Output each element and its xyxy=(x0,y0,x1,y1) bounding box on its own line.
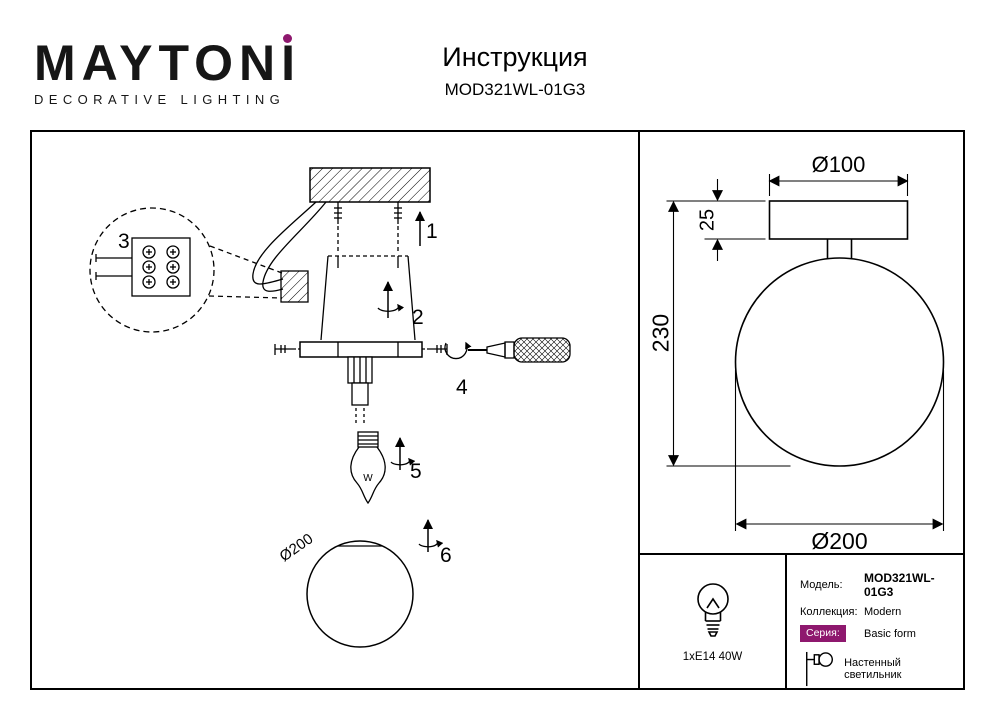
step1-label: 1 xyxy=(426,220,438,243)
series-row: Серия: Basic form xyxy=(800,625,955,642)
screwdriver-icon xyxy=(444,337,571,363)
step5-label: 5 xyxy=(410,460,422,483)
magnifier-detail xyxy=(89,207,283,333)
terminal-block-small xyxy=(280,270,309,303)
model-value: MOD321WL-01G3 xyxy=(864,571,935,599)
bulb-wattage-letter: W xyxy=(363,473,373,484)
series-label-cell: Серия: xyxy=(800,625,864,642)
canopy-cup xyxy=(320,255,416,341)
logo-main: MAYTON xyxy=(34,35,282,91)
wires xyxy=(252,201,327,292)
type-value: Настенный светильник xyxy=(844,657,902,681)
dimension-labels: Ø100 25 230 Ø200 xyxy=(648,152,868,553)
dimension-lines xyxy=(666,174,945,531)
dimensions-panel: Ø100 25 230 Ø200 xyxy=(638,130,965,555)
collection-row: Коллекция: Modern xyxy=(800,606,955,618)
lamp-socket xyxy=(347,356,373,426)
dim-sphere-diameter: Ø200 xyxy=(811,528,867,553)
logo-text: MAYTONI xyxy=(34,34,302,91)
logo-dot-icon xyxy=(283,34,293,43)
product-info: Модель: MOD321WL-01G3 Коллекция: Modern … xyxy=(787,555,963,688)
lamp-spec-cell: 1xE14 40W xyxy=(640,555,787,688)
ceiling xyxy=(309,167,431,203)
dim-canopy-height: 25 xyxy=(697,209,719,231)
series-value: Basic form xyxy=(864,627,916,640)
bulb-drawing xyxy=(350,431,416,505)
bulb-outline-icon xyxy=(696,583,729,637)
model-row: Модель: MOD321WL-01G3 xyxy=(800,571,955,599)
step6-label: 6 xyxy=(440,544,452,567)
title-block: Инструкция MOD321WL-01G3 xyxy=(390,42,640,100)
specs-panel: 1xE14 40W Модель: MOD321WL-01G3 Коллекци… xyxy=(638,553,965,690)
dim-total-height: 230 xyxy=(648,314,674,352)
model-label: Модель: xyxy=(800,579,843,591)
step3-label: 3 xyxy=(118,230,130,253)
lamp-outline xyxy=(734,200,945,467)
dimension-drawing: Ø100 25 230 Ø200 xyxy=(648,152,945,553)
maytoni-logo: MAYTONI DECORATIVE LIGHTING xyxy=(34,34,302,107)
logo-letter-i: I xyxy=(281,34,302,91)
page-model-number: MOD321WL-01G3 xyxy=(444,80,586,99)
logo-subtitle: DECORATIVE LIGHTING xyxy=(34,92,286,107)
page-title: Инструкция xyxy=(442,42,588,72)
assembly-diagram-panel: 1 2 3 4 5 6 W Ø200 xyxy=(30,130,640,690)
assembly-diagram: 1 2 3 4 5 6 W Ø200 xyxy=(89,167,571,648)
series-badge: Серия: xyxy=(800,625,846,642)
step2-arrow xyxy=(377,281,405,318)
mounting-plate xyxy=(274,341,448,358)
dim-top-diameter: Ø100 xyxy=(812,152,866,177)
collection-value: Modern xyxy=(864,606,902,618)
step4-label: 4 xyxy=(456,376,468,399)
glass-sphere-drawing xyxy=(306,519,444,648)
mounting-bolts xyxy=(334,202,402,254)
sphere-diameter-callout: Ø200 xyxy=(277,530,317,565)
wall-lamp-icon xyxy=(806,651,834,687)
lamp-spec-text: 1xE14 40W xyxy=(682,651,743,663)
step2-label: 2 xyxy=(412,306,424,329)
collection-label: Коллекция: xyxy=(800,606,858,618)
type-row: Настенный светильник xyxy=(800,649,955,689)
